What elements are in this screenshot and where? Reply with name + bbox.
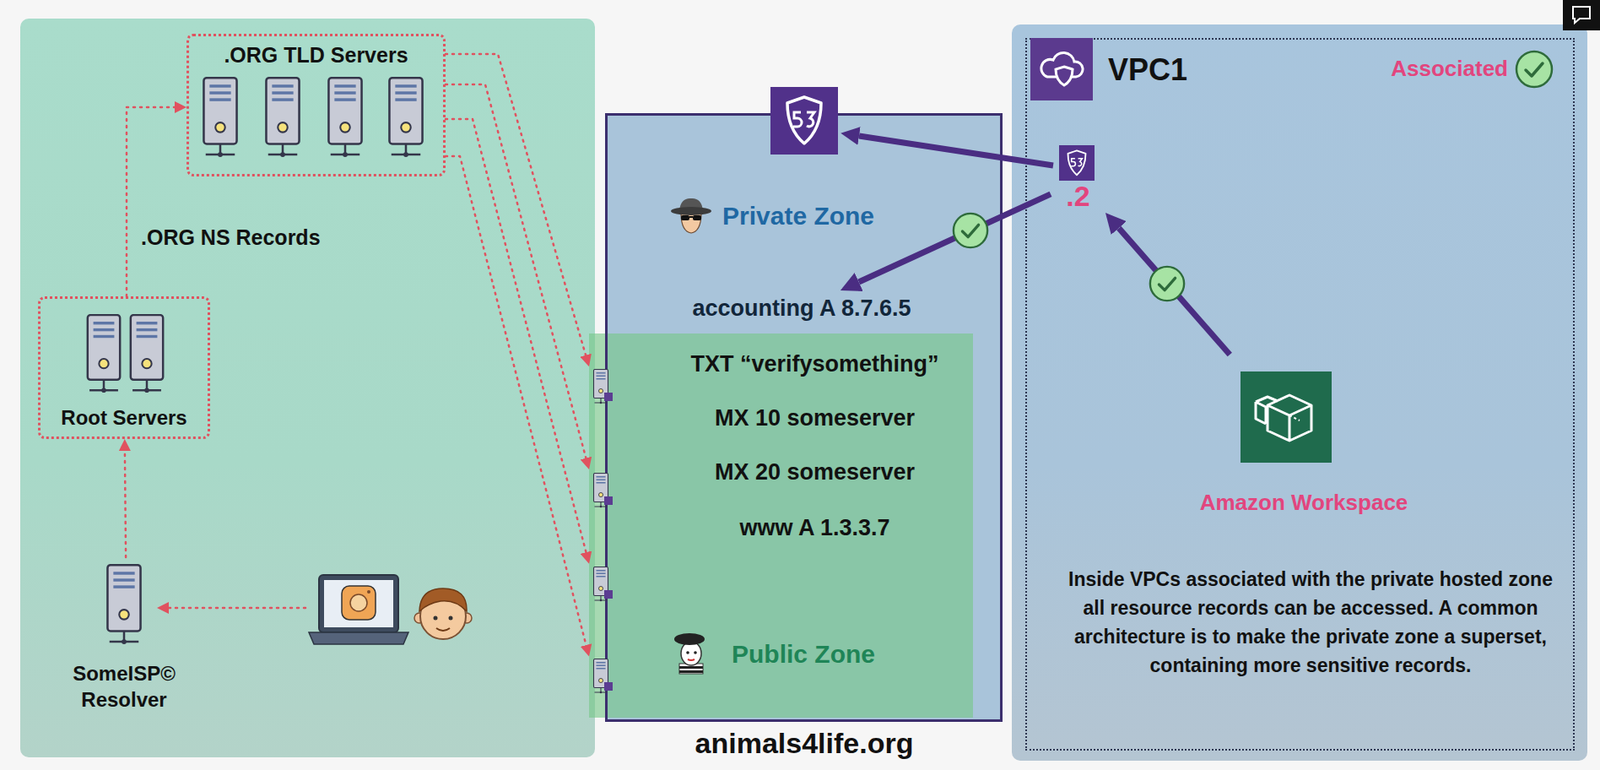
resolver-endpoint: .2 — [1050, 143, 1106, 220]
connector-arrow — [1118, 227, 1231, 355]
check-circle — [953, 213, 988, 248]
associated-check — [1516, 51, 1552, 87]
node-label: VPC1 — [1108, 51, 1188, 88]
text-frame: Inside VPCs associated with the private … — [1059, 564, 1563, 680]
node-label: SomeISP© Resolver — [52, 659, 196, 713]
node-label: accounting A 8.7.6.5 — [691, 294, 911, 322]
text-frame: VPC1 — [1108, 51, 1277, 88]
connector-arrow — [445, 84, 586, 459]
name-server-icons — [594, 369, 614, 694]
node-label: Private Zone — [722, 200, 875, 232]
server-group: Root Servers — [37, 296, 211, 439]
check-circle — [1150, 266, 1184, 301]
text-frame: animals4life.org — [643, 725, 965, 761]
connector-arrow — [445, 54, 586, 356]
vpc-panel-ground — [1011, 24, 1588, 761]
text-frame: Private Zone — [722, 200, 925, 232]
node-label: MX 20 someserver — [714, 458, 915, 486]
route53-icon — [770, 86, 838, 155]
dns-record: accounting A 8.7.6.5 — [662, 290, 941, 326]
vpc-panel: VPC1 AssociatedInside VPCs associated wit… — [1011, 24, 1588, 761]
text-frame: .ORG TLD Servers — [189, 42, 444, 68]
resolver-arrow — [859, 135, 1054, 166]
connector-arrow — [859, 194, 1051, 282]
connector-arrow — [445, 156, 587, 645]
root-server-icons — [87, 314, 163, 393]
node-label: .ORG TLD Servers — [223, 42, 408, 68]
dns-panel — [20, 18, 595, 757]
text-frame: accounting A 8.7.6.5 — [662, 294, 941, 322]
corner-badge — [1562, 0, 1600, 31]
text-frame: www A 1.3.3.7 — [660, 513, 969, 541]
node-label: Associated — [1390, 55, 1509, 82]
resolver-icon — [1059, 145, 1095, 181]
text-frame: Amazon Workspace — [1189, 489, 1418, 516]
resolver-server: SomeISP© Resolver — [52, 556, 201, 716]
request-arrow — [168, 606, 306, 610]
text-frame: Public Zone — [731, 638, 960, 670]
text-frame: Root Servers — [40, 405, 208, 430]
connector-arrow — [124, 450, 126, 557]
node-label: Amazon Workspace — [1200, 489, 1409, 516]
text-frame: .2 — [1050, 178, 1106, 214]
node-label: MX 10 someserver — [714, 404, 915, 432]
tld-server-icons — [203, 77, 422, 157]
node-label: Public Zone — [731, 638, 876, 670]
connector-arrow — [126, 107, 175, 297]
text-frame: MX 10 someserver — [660, 404, 969, 432]
node-label: www A 1.3.3.7 — [739, 513, 890, 541]
node-label: Inside VPCs associated with the private … — [1059, 564, 1563, 680]
resolver-server-icon — [107, 564, 141, 644]
domain-caption: animals4life.org — [695, 725, 914, 761]
annotation: .ORG NS Records — [140, 224, 321, 250]
text-frame: TXT “verifysomething” — [660, 350, 969, 378]
vpc-icon — [1030, 37, 1093, 101]
text-frame: MX 20 someserver — [660, 458, 969, 486]
text-frame: Associated — [1315, 55, 1509, 82]
node-label: .2 — [1065, 178, 1090, 214]
server-group: .ORG TLD Servers — [186, 33, 446, 177]
workspace: Amazon Workspace — [1189, 354, 1418, 524]
text-frame: SomeISP© Resolver — [52, 659, 196, 713]
public-hosted-zone: TXT “verifysomething” MX 10 someserver MX … — [589, 333, 973, 718]
laptop-icon — [308, 574, 409, 644]
spy-icon — [670, 198, 712, 233]
connector-arrow — [445, 118, 587, 552]
text-frame: .ORG NS Records — [140, 224, 361, 250]
node-label: TXT “verifysomething” — [690, 350, 939, 378]
workspace-icon — [1240, 371, 1332, 463]
node-label: Root Servers — [60, 405, 187, 430]
mime-icon — [674, 632, 705, 674]
user-face — [414, 588, 472, 639]
